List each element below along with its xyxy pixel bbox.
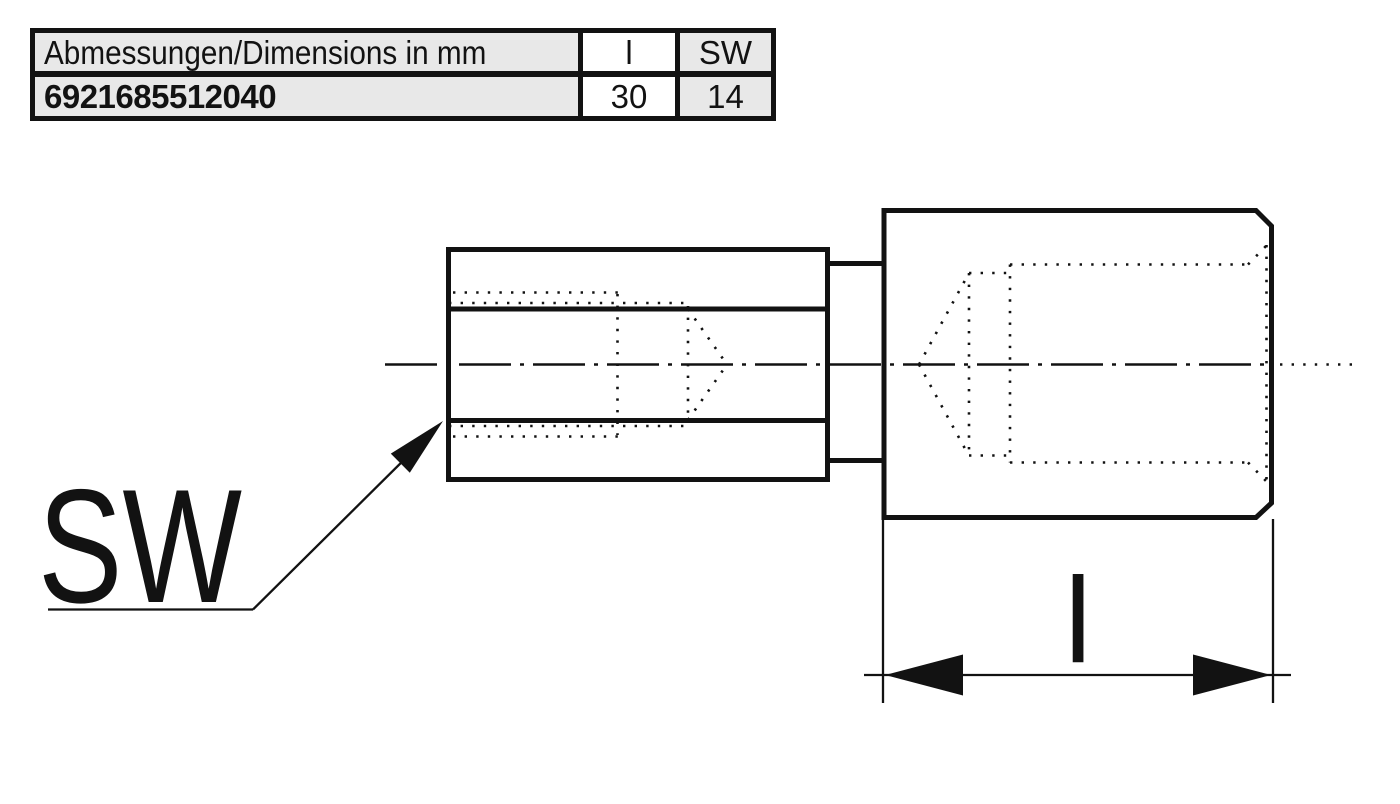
table-header-l-label: l xyxy=(625,33,633,71)
drill-point-hidden-upper xyxy=(686,308,729,366)
sw-callout: SW xyxy=(38,421,443,637)
drill-point-hidden-lower xyxy=(686,363,729,421)
part-number-value: 6921685512040 xyxy=(44,78,277,115)
sw-leader-arrowhead xyxy=(390,421,443,473)
dimension-arrow-right xyxy=(1193,654,1271,696)
sleeve-body-view xyxy=(881,208,1274,520)
sw-leader-line xyxy=(252,443,421,611)
table-cell-l-value: 30 xyxy=(578,71,675,116)
sw-callout-label: SW xyxy=(38,456,242,637)
table-cell-sw-value: 14 xyxy=(675,71,771,116)
hex-body-side-view xyxy=(446,247,830,482)
table-cell-part-number: 6921685512040 xyxy=(35,71,578,116)
dimension-arrow-left xyxy=(885,654,963,696)
table-header-dimensions: Abmessungen/Dimensions in mm xyxy=(35,33,578,71)
dimensions-table: Abmessungen/Dimensions in mm l SW 692168… xyxy=(30,28,776,121)
dimension-l: l xyxy=(864,519,1291,703)
sleeve-chamfer-hidden-upper xyxy=(1247,244,1268,266)
sleeve-body-outline xyxy=(881,208,1274,520)
table-header-sw-label: SW xyxy=(698,33,753,71)
table-header-dimensions-label: Abmessungen/Dimensions in mm xyxy=(44,33,487,71)
table-header-l: l xyxy=(578,33,675,71)
sw-value: 14 xyxy=(707,78,744,115)
sleeve-drill-point-lower xyxy=(917,363,971,457)
l-value: 30 xyxy=(610,78,648,115)
dimension-l-label: l xyxy=(1064,552,1091,688)
table-header-sw: SW xyxy=(675,33,771,71)
sleeve-drill-point-upper xyxy=(917,272,971,366)
sleeve-chamfer-hidden-lower xyxy=(1247,461,1268,483)
neck-section xyxy=(828,261,884,463)
hex-body-outline xyxy=(446,247,830,482)
